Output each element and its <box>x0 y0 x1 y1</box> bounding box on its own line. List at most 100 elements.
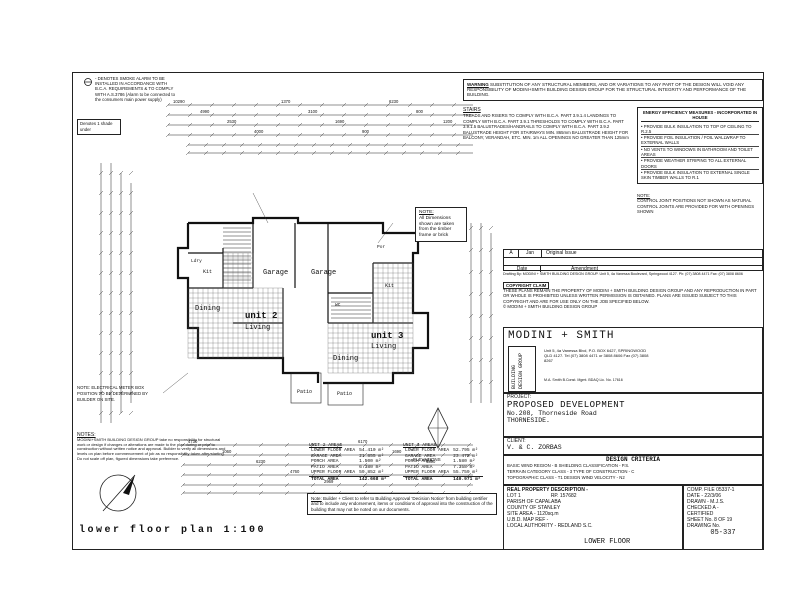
property-ubd: U.B.D. MAP REF - <box>507 517 549 523</box>
dim-tick <box>232 490 238 496</box>
dim-tick <box>98 270 104 276</box>
dim-tick <box>128 210 134 216</box>
dim-tick <box>231 132 237 138</box>
dim-tick <box>118 230 124 236</box>
revision-amendment: Amendment <box>571 266 598 272</box>
dim-tick <box>231 102 237 108</box>
dim-tick <box>362 462 368 468</box>
dim-tick <box>128 390 134 396</box>
dim-tick <box>180 462 186 468</box>
dim-tick <box>341 132 347 138</box>
property-title: REAL PROPERTY DESCRIPTION - <box>507 487 588 493</box>
dim-tick <box>284 472 290 478</box>
room-ldry: Ldry <box>191 259 202 264</box>
dim-tick <box>478 247 484 253</box>
file-checked: CHECKED A - <box>687 505 719 511</box>
energy-title: ENERGY EFFICIENCY MEASURES - INCORPORATE… <box>641 110 759 122</box>
dim-tick <box>414 442 420 448</box>
dim-tick <box>329 150 335 156</box>
dim-tick <box>419 150 425 156</box>
area-cell: UPPER FLOOR AREA <box>405 470 450 476</box>
dim-tick <box>253 102 259 108</box>
room-dining3: Dining <box>333 355 359 363</box>
energy-item: • NO VENTS TO WINDOWS IN BATHROOM AND TO… <box>641 147 759 159</box>
dim-tick <box>180 472 186 478</box>
room-kit2: Kit <box>203 269 213 275</box>
elevation-marker <box>427 407 449 449</box>
dim-tick <box>258 442 264 448</box>
dim-tick <box>407 112 413 118</box>
dim-tick <box>407 102 413 108</box>
dim-tick <box>108 270 114 276</box>
file-date: DATE - 22/3/06 <box>687 493 722 499</box>
dim-tick <box>128 310 134 316</box>
dim-tick <box>98 330 104 336</box>
unit2-areas-title: UNIT 2 AREAS <box>309 443 343 448</box>
dim-tick <box>206 482 212 488</box>
dim-tick <box>468 313 474 319</box>
dim-tick <box>336 472 342 478</box>
dim-tick <box>257 142 263 148</box>
dim-tick <box>165 112 171 118</box>
energy-box: ENERGY EFFICIENCY MEASURES - INCORPORATE… <box>637 107 763 184</box>
dim-tick <box>128 370 134 376</box>
dim-tick <box>232 452 238 458</box>
dim-tick <box>336 452 342 458</box>
dim-tick <box>221 150 227 156</box>
dim-tick <box>362 442 368 448</box>
dim-tick <box>232 442 238 448</box>
dim-tick <box>165 122 171 128</box>
dimension-label-top: 1200 <box>443 119 453 124</box>
area-cell: 21.855 m² <box>359 453 384 459</box>
file-drawing-label: DRAWING No. <box>687 523 721 529</box>
dim-tick <box>401 150 407 156</box>
dim-tick <box>180 490 186 496</box>
dim-tick <box>275 102 281 108</box>
area-cell: PORCH AREA <box>405 459 433 465</box>
dim-tick <box>98 410 104 416</box>
dim-tick <box>437 142 443 148</box>
dimension-label-top: 4000 <box>254 129 264 134</box>
dim-tick <box>118 270 124 276</box>
design-criteria-row: TOPOGRAPHIC CLASS - T1 DESIGN WIND VELOC… <box>507 475 625 480</box>
dim-tick <box>108 290 114 296</box>
dim-tick <box>118 330 124 336</box>
dim-tick <box>98 350 104 356</box>
dim-tick <box>118 190 124 196</box>
dimension-label-top: 3100 <box>308 109 318 114</box>
dim-tick <box>275 112 281 118</box>
dim-tick <box>297 122 303 128</box>
dim-tick <box>165 102 171 108</box>
dim-tick <box>429 102 435 108</box>
room-living3: Living <box>371 343 397 351</box>
dim-tick <box>468 379 474 385</box>
dim-tick <box>275 122 281 128</box>
dim-tick <box>209 102 215 108</box>
meter-note: NOTE: ELECTRICAL METER BOX POSITION TO B… <box>77 385 148 402</box>
dim-tick <box>128 190 134 196</box>
dim-tick <box>488 247 494 253</box>
project-name: PROPOSED DEVELOPMENT <box>507 400 626 410</box>
company-block: MODINI + SMITH BUILDING DESIGN GROUP Uni… <box>503 327 763 393</box>
dim-tick <box>468 247 474 253</box>
dim-tick <box>118 170 124 176</box>
dim-tick <box>414 472 420 478</box>
leaders <box>162 192 394 394</box>
dim-tick <box>98 250 104 256</box>
dimension-label-top: 10290 <box>173 99 185 104</box>
dim-tick <box>388 442 394 448</box>
dim-tick <box>455 142 461 148</box>
dim-tick <box>310 472 316 478</box>
dim-tick <box>468 357 474 363</box>
dim-tick <box>128 250 134 256</box>
file-comp: COMP. FILE 05337-1 <box>687 487 735 493</box>
dim-tick <box>231 112 237 118</box>
revision-desc: Original Issue <box>546 250 577 256</box>
dim-tick <box>98 230 104 236</box>
